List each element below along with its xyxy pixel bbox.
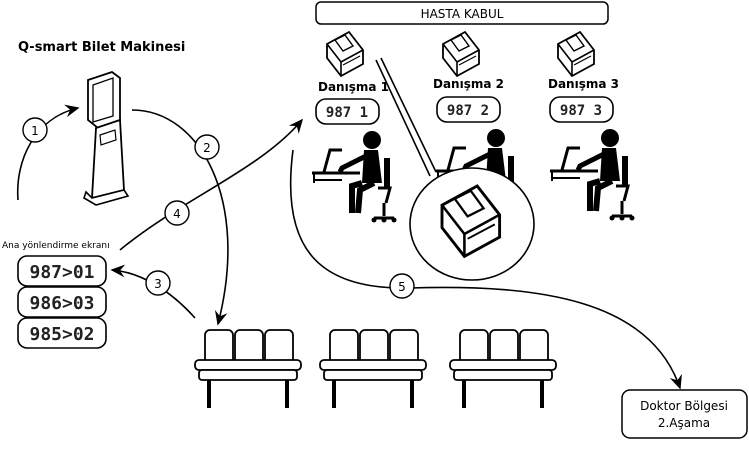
main-screen-row-3 — [17, 317, 107, 349]
flow-arrows — [16, 104, 682, 390]
bench-icon-3 — [448, 328, 558, 410]
svg-text:3: 3 — [154, 277, 162, 291]
printer-icon-1 — [326, 31, 364, 77]
step-2-badge: 2 — [194, 134, 220, 160]
svg-text:5: 5 — [398, 280, 406, 294]
printer-icon-3 — [557, 31, 595, 77]
hasta-kabul-label: HASTA KABUL — [421, 7, 504, 21]
printer-icon-2 — [442, 31, 480, 77]
desk-label-2: Danışma 2 — [433, 77, 504, 91]
step-3-badge: 3 — [145, 270, 171, 296]
bench-icon-2 — [318, 328, 428, 410]
worker-icon-3 — [550, 129, 635, 221]
desk-display-2-text: 987 2 — [447, 103, 489, 119]
desk-display-1 — [315, 98, 380, 125]
desk-display-3-text: 987 3 — [560, 103, 602, 119]
step-4-badge: 4 — [164, 200, 190, 226]
main-screen-row-1-text: 987>01 — [29, 262, 94, 283]
main-screen-row-3-text: 985>02 — [29, 324, 94, 345]
main-screen-row-2-text: 986>03 — [29, 293, 94, 314]
main-screen-row-2 — [17, 286, 107, 318]
main-screen-row-1 — [17, 255, 107, 287]
desk-label-1: Danışma 1 — [318, 80, 389, 94]
doctor-area-box — [621, 389, 748, 439]
desk-display-2 — [436, 96, 501, 123]
desk-display-1-text: 987 1 — [326, 105, 368, 121]
svg-text:2: 2 — [203, 141, 211, 155]
svg-text:4: 4 — [173, 207, 181, 221]
bench-icon-1 — [193, 328, 303, 410]
hasta-kabul-box — [315, 1, 609, 25]
worker-icon-1 — [312, 131, 397, 223]
doctor-area-line1: Doktor Bölgesi — [640, 399, 728, 413]
kiosk-title: Q-smart Bilet Makinesi — [18, 40, 185, 55]
doctor-area-line2: 2.Aşama — [658, 416, 710, 430]
main-screen-label: Ana yönlendirme ekranı — [2, 241, 110, 251]
step-5-badge: 5 — [389, 273, 415, 299]
step-1-badge: 1 — [22, 117, 48, 143]
zoom-lines — [375, 57, 437, 177]
desk-display-3 — [549, 96, 614, 123]
svg-text:1: 1 — [31, 124, 39, 138]
kiosk-icon — [83, 70, 130, 206]
desk-label-3: Danışma 3 — [548, 77, 619, 91]
